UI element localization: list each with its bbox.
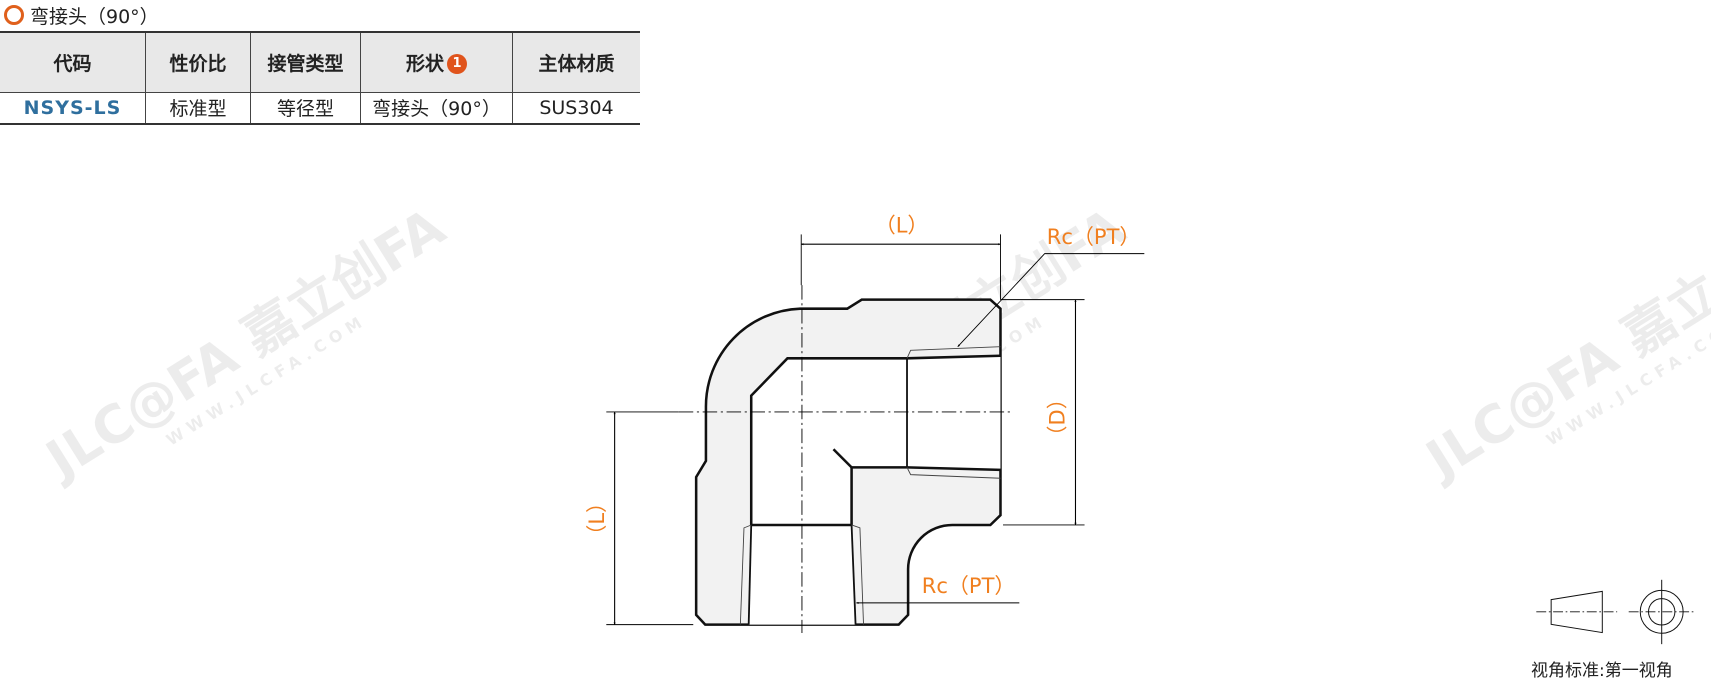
- cell-shape: 弯接头（90°）: [360, 92, 513, 124]
- bore: [748, 355, 1001, 625]
- section-title-text: 弯接头（90°）: [30, 5, 159, 28]
- dim-right-label: （D）: [1045, 388, 1070, 446]
- first-angle-projection-icon: [1536, 579, 1695, 645]
- header-cost: 性价比: [145, 32, 251, 92]
- cell-pipe-type: 等径型: [250, 92, 361, 124]
- cell-cost: 标准型: [145, 92, 251, 124]
- header-code: 代码: [53, 52, 92, 75]
- table-row: NSYS-LS 标准型 等径型 弯接头（90°） SUS304: [0, 92, 640, 124]
- center-lines: [678, 285, 1013, 633]
- dim-left-label: （L）: [584, 492, 609, 546]
- cell-material: SUS304: [512, 92, 640, 124]
- cell-code: NSYS-LS: [23, 96, 122, 119]
- section-title: 弯接头（90°）: [4, 2, 159, 28]
- thread-bottom-label: Rc（PT）: [922, 573, 1016, 598]
- header-material: 主体材质: [512, 32, 640, 92]
- header-pipe-type: 接管类型: [250, 32, 361, 92]
- projection-label: 视角标准:第一视角: [1531, 661, 1673, 681]
- note-badge: 1: [447, 54, 467, 75]
- header-shape-text: 形状: [405, 52, 444, 75]
- dimension-lines: [606, 234, 1145, 626]
- circle-bullet-icon: [4, 5, 24, 25]
- thread-top-label: Rc（PT）: [1047, 224, 1141, 249]
- dim-top-label: （L）: [875, 213, 929, 238]
